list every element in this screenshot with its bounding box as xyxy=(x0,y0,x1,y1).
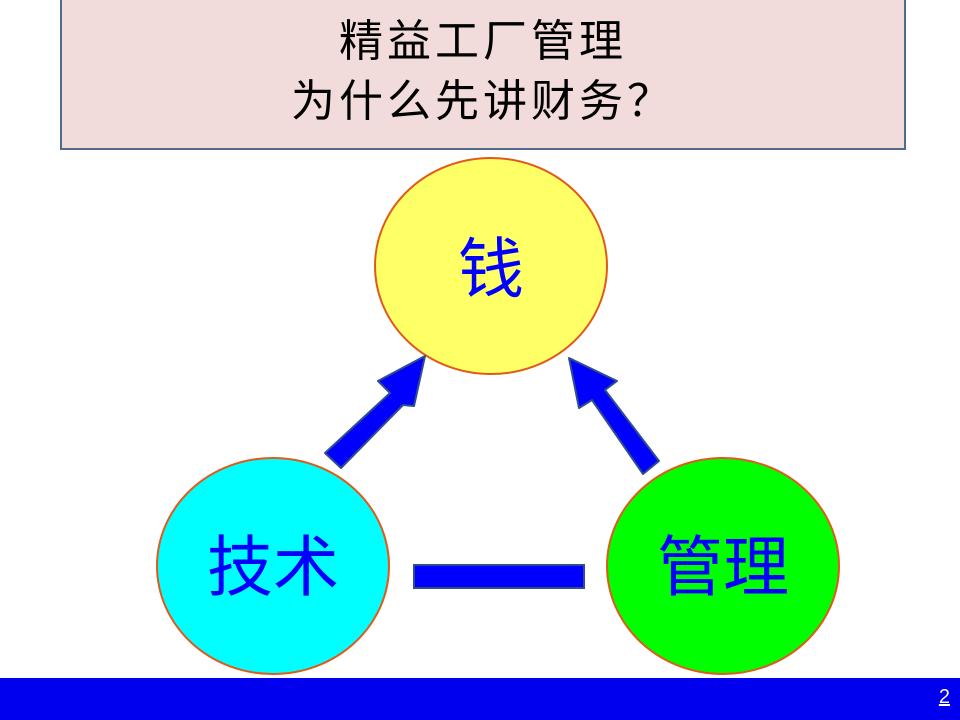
money-circle xyxy=(374,157,608,375)
arrow-tech-to-money-icon xyxy=(324,355,426,469)
title-line-1: 精益工厂管理 xyxy=(339,16,627,67)
relationship-diagram: 钱 技术 管理 xyxy=(156,157,840,675)
title-line-2: 为什么先讲财务？ xyxy=(291,76,675,127)
tech-circle xyxy=(156,457,390,675)
footer-bar: 2 xyxy=(0,678,960,720)
management-circle xyxy=(606,457,840,675)
page-number[interactable]: 2 xyxy=(938,686,950,708)
management-label: 管理 xyxy=(657,529,789,606)
money-label: 钱 xyxy=(458,231,524,308)
connector-bar xyxy=(413,564,585,589)
arrow-management-to-money-icon xyxy=(568,357,660,475)
tech-label: 技术 xyxy=(207,529,339,606)
title-box: 精益工厂管理 为什么先讲财务？ xyxy=(60,0,906,150)
